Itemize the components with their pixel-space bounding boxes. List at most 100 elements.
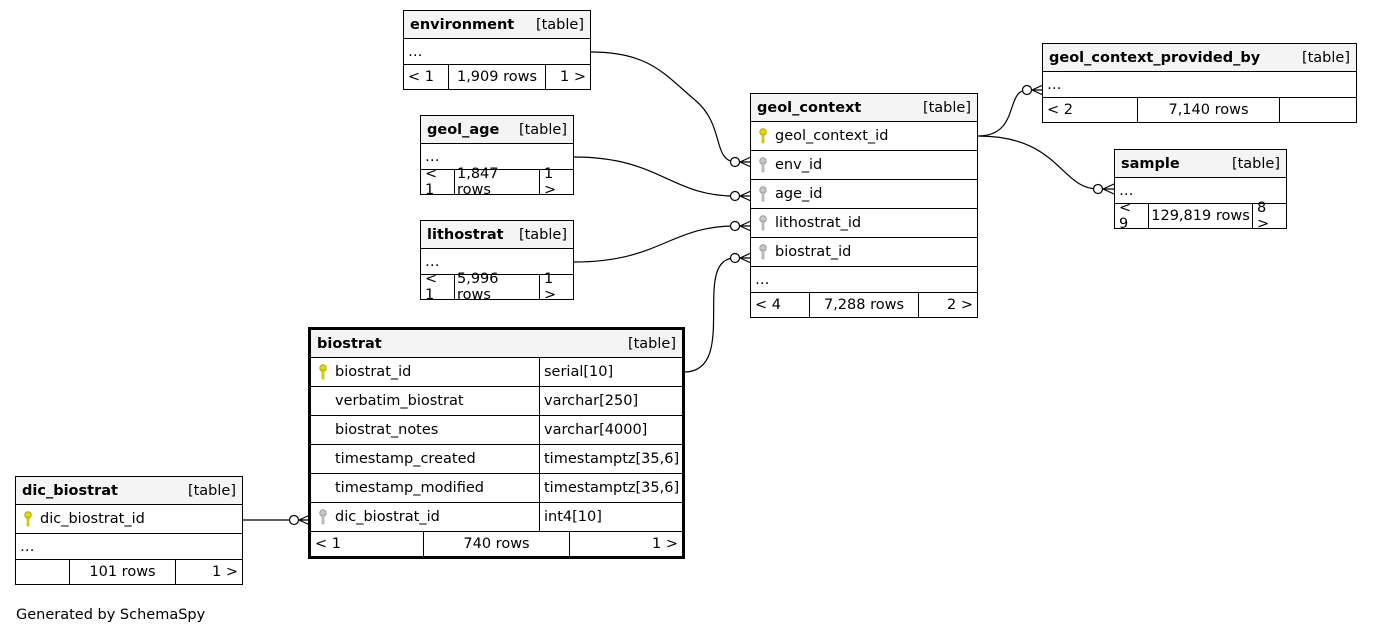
table-name: environment: [410, 16, 515, 33]
table-geol-context[interactable]: geol_context [table] geol_context_id env…: [750, 93, 978, 318]
column-name: biostrat_id: [335, 364, 412, 380]
ellipsis-row: …: [1115, 178, 1286, 204]
row-count: 5,996 rows: [454, 271, 540, 303]
table-tag: [table]: [1301, 49, 1350, 66]
children-count[interactable]: 1 >: [544, 166, 557, 198]
table-dic-biostrat[interactable]: dic_biostrat [table] dic_biostrat_id … 1…: [15, 476, 243, 585]
primary-key-icon: [24, 511, 32, 527]
table-environment[interactable]: environment [table] … < 1 1,909 rows 1 >: [403, 10, 591, 90]
children-count[interactable]: 1 >: [560, 69, 586, 85]
column-name: lithostrat_id: [775, 215, 862, 231]
column-row[interactable]: age_id: [751, 180, 977, 209]
link-geol-context-provided-by: [977, 89, 1028, 137]
parents-count[interactable]: < 4: [755, 297, 781, 313]
table-header: geol_context_provided_by [table]: [1043, 44, 1356, 72]
children-count[interactable]: 2 >: [947, 297, 973, 313]
table-header: environment [table]: [404, 11, 590, 39]
table-header: lithostrat [table]: [421, 221, 573, 249]
table-name: biostrat: [317, 335, 382, 352]
column-row[interactable]: biostrat_id serial[10]: [311, 358, 682, 387]
children-count[interactable]: 1 >: [544, 271, 557, 303]
table-footer: < 1 5,996 rows 1 >: [421, 271, 573, 303]
foreign-key-icon: [759, 215, 767, 231]
column-row[interactable]: lithostrat_id: [751, 209, 977, 238]
table-header: dic_biostrat [table]: [16, 477, 242, 505]
link-geol-context-sample: [977, 135, 1099, 190]
table-footer: < 2 7,140 rows: [1043, 98, 1356, 122]
column-name: age_id: [775, 186, 823, 202]
column-row[interactable]: env_id: [751, 151, 977, 180]
table-tag: [table]: [535, 16, 584, 33]
children-count[interactable]: 8 >: [1257, 200, 1270, 232]
children-count[interactable]: [1280, 98, 1356, 122]
table-footer: < 1 1,909 rows 1 >: [404, 65, 590, 89]
table-tag: [table]: [518, 226, 567, 243]
column-row[interactable]: dic_biostrat_id: [16, 505, 242, 534]
parents-count[interactable]: < 1: [315, 536, 341, 552]
column-row[interactable]: geol_context_id: [751, 122, 977, 151]
foreign-key-icon: [319, 509, 327, 525]
ellipsis-row: …: [751, 267, 977, 293]
table-geol-age[interactable]: geol_age [table] … < 1 1,847 rows 1 >: [420, 115, 574, 198]
table-footer: < 1 1,847 rows 1 >: [421, 166, 573, 198]
table-tag: [table]: [627, 335, 676, 352]
column-row[interactable]: biostrat_notes varchar[4000]: [311, 416, 682, 445]
column-type: int4[10]: [539, 503, 602, 531]
row-count: 7,288 rows: [809, 293, 919, 317]
table-tag: [table]: [187, 482, 236, 499]
table-header: geol_age [table]: [421, 116, 573, 144]
link-biostrat-geol-context: [683, 257, 736, 373]
column-type: varchar[250]: [539, 387, 638, 415]
foreign-key-icon: [759, 157, 767, 173]
column-name: dic_biostrat_id: [335, 509, 440, 525]
table-header: sample [table]: [1115, 150, 1286, 178]
table-name: sample: [1121, 155, 1180, 172]
table-header: geol_context [table]: [751, 94, 977, 122]
parents-count[interactable]: < 1: [425, 166, 438, 198]
row-count: 7,140 rows: [1137, 98, 1280, 122]
parents-count[interactable]: < 1: [408, 69, 434, 85]
generated-by-footer: Generated by SchemaSpy: [16, 607, 206, 623]
table-name: geol_age: [427, 121, 500, 138]
table-lithostrat[interactable]: lithostrat [table] … < 1 5,996 rows 1 >: [420, 220, 574, 303]
row-count: 129,819 rows: [1148, 204, 1253, 228]
parents-count[interactable]: [16, 560, 69, 584]
column-type: serial[10]: [539, 358, 613, 386]
table-name: geol_context: [757, 99, 862, 116]
column-name: timestamp_created: [335, 451, 476, 467]
table-header: biostrat [table]: [311, 330, 682, 358]
column-row[interactable]: biostrat_id: [751, 238, 977, 267]
ellipsis-row: …: [1043, 72, 1356, 98]
primary-key-icon: [319, 364, 327, 380]
table-tag: [table]: [922, 99, 971, 116]
primary-key-icon: [759, 128, 767, 144]
row-count: 1,909 rows: [448, 65, 546, 89]
row-count: 740 rows: [423, 532, 570, 556]
table-geol-context-provided-by[interactable]: geol_context_provided_by [table] … < 2 7…: [1042, 43, 1357, 123]
parents-count[interactable]: < 1: [425, 271, 438, 303]
parents-count[interactable]: < 9: [1119, 200, 1132, 232]
column-type: varchar[4000]: [539, 416, 647, 444]
table-sample[interactable]: sample [table] … < 9 129,819 rows 8 >: [1114, 149, 1287, 232]
link-environment-geol-context: [590, 51, 736, 163]
column-name: verbatim_biostrat: [335, 393, 464, 409]
ellipsis-row: …: [404, 39, 590, 65]
children-count[interactable]: 1 >: [652, 536, 678, 552]
table-name: lithostrat: [427, 226, 504, 243]
table-biostrat[interactable]: biostrat [table] biostrat_id serial[10] …: [308, 327, 685, 559]
column-row[interactable]: verbatim_biostrat varchar[250]: [311, 387, 682, 416]
column-name: timestamp_modified: [335, 480, 484, 496]
column-name: env_id: [775, 157, 823, 173]
column-row[interactable]: timestamp_created timestamptz[35,6]: [311, 445, 682, 474]
column-row[interactable]: timestamp_modified timestamptz[35,6]: [311, 474, 682, 503]
column-name: dic_biostrat_id: [40, 511, 145, 527]
ellipsis-row: …: [16, 534, 242, 560]
children-count[interactable]: 1 >: [212, 564, 238, 580]
column-name: geol_context_id: [775, 128, 889, 144]
table-footer: 101 rows 1 >: [16, 560, 242, 584]
column-row[interactable]: dic_biostrat_id int4[10]: [311, 503, 682, 532]
table-name: dic_biostrat: [22, 482, 118, 499]
parents-count[interactable]: < 2: [1047, 102, 1073, 118]
column-type: timestamptz[35,6]: [539, 445, 679, 473]
